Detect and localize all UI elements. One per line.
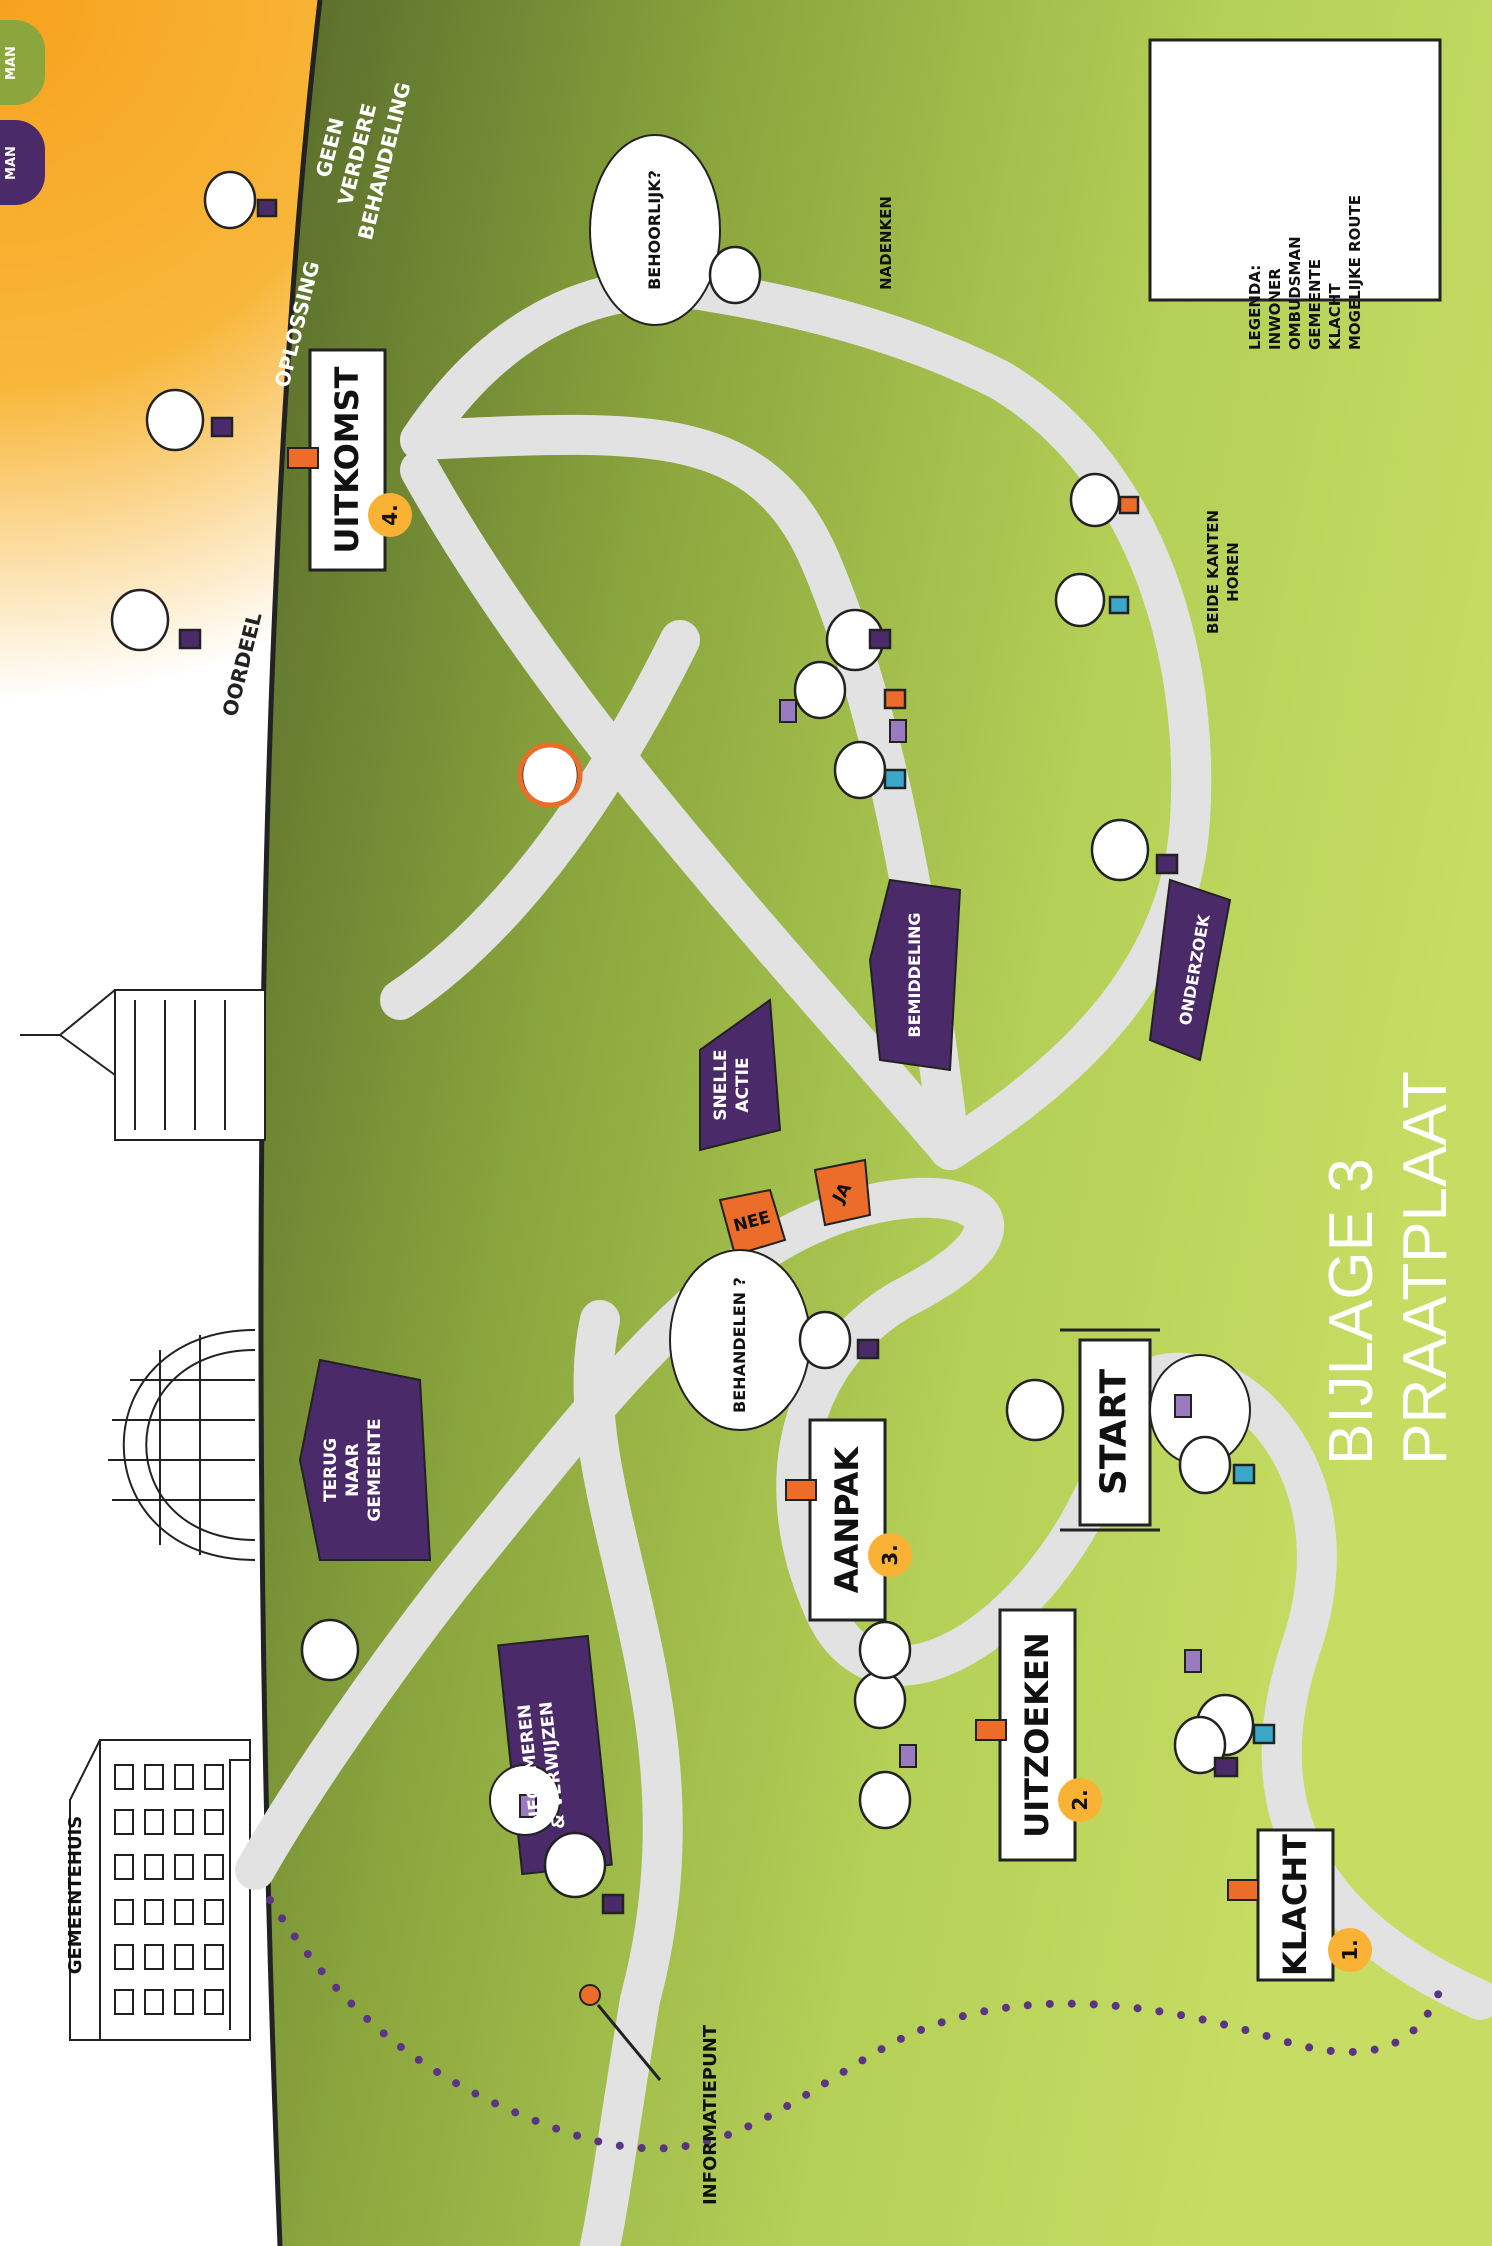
path-main-exit [380,620,700,1020]
complaint-papers [519,699,1202,1818]
orange-posts [287,447,1259,1901]
number-dots [368,493,1372,1972]
path-snelle [400,450,970,1170]
skyline [20,989,266,2041]
step-boxes [308,348,1335,1982]
dotted-route [266,1896,1444,2153]
thought-bubbles [489,134,1251,1836]
characters [110,170,1276,1915]
path-to-info [573,1300,683,2246]
legend-box [1148,38,1442,302]
